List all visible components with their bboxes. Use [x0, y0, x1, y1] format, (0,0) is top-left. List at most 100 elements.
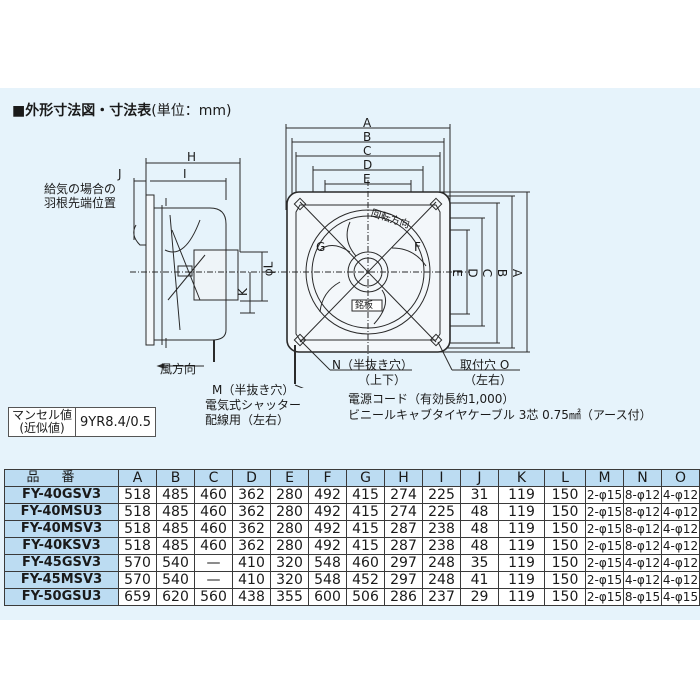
cell: 570 — [118, 571, 157, 589]
cell: 4-φ12 — [661, 554, 700, 572]
cell: 362 — [232, 486, 271, 504]
power-cord-note-line2: ビニールキャブタイヤケーブル 3芯 0.75㎟（アース付） — [348, 408, 652, 422]
cell: 280 — [270, 520, 309, 538]
cell: 415 — [346, 486, 385, 504]
cell: 274 — [384, 486, 423, 504]
cell: 8-φ12 — [623, 537, 662, 555]
cell: 460 — [346, 554, 385, 572]
dim-label-right-A: A — [510, 268, 525, 278]
cell: 238 — [422, 537, 461, 555]
cell: 150 — [544, 486, 586, 504]
wind-direction-label: 風方向 — [160, 362, 197, 376]
cell: 570 — [118, 554, 157, 572]
cell: 540 — [156, 571, 195, 589]
cell-model: FY-50GSU3 — [4, 588, 119, 606]
cell: 518 — [118, 503, 157, 521]
header-K: K — [498, 469, 545, 487]
header-M: M — [585, 469, 624, 487]
cell: 362 — [232, 503, 271, 521]
table-row: FY-40MSU3 518 485 460 362 280 492 415 27… — [4, 503, 700, 521]
dim-label-phiL: φL — [261, 261, 276, 277]
cell-model: FY-45GSV3 — [4, 554, 119, 572]
cell: 4-φ12 — [623, 554, 662, 572]
cell: 460 — [194, 537, 233, 555]
cell: 600 — [308, 588, 347, 606]
header-D: D — [232, 469, 271, 487]
table-row: FY-45GSV3 570 540 — 410 320 548 460 297 … — [4, 554, 700, 572]
cell: 297 — [384, 571, 423, 589]
cell: 2-φ15 — [585, 537, 624, 555]
cell: 4-φ12 — [661, 486, 700, 504]
table-row: FY-50GSU3 659 620 560 438 355 600 506 28… — [4, 588, 700, 606]
cell: 119 — [498, 537, 545, 555]
cell: 518 — [118, 486, 157, 504]
cell: 41 — [460, 571, 499, 589]
cell: 4-φ12 — [661, 537, 700, 555]
cell: 415 — [346, 503, 385, 521]
cell: 119 — [498, 503, 545, 521]
dim-label-K: K — [235, 288, 250, 296]
front-view — [270, 124, 530, 388]
cell: 492 — [308, 486, 347, 504]
cell: 35 — [460, 554, 499, 572]
cell: 560 — [194, 588, 233, 606]
title-text: ■外形寸法図・寸法表 — [12, 103, 152, 119]
dim-label-right-B: B — [495, 268, 510, 278]
cell: 620 — [156, 588, 195, 606]
dimension-table: 品番 A B C D E F G H I J K L M N O FY-40GS… — [4, 469, 700, 606]
cell: 280 — [270, 486, 309, 504]
cell: 492 — [308, 503, 347, 521]
header-B: B — [156, 469, 195, 487]
cell: 248 — [422, 554, 461, 572]
cell: 119 — [498, 520, 545, 538]
callout-O-line1: 取付穴 O — [460, 358, 510, 372]
cell: 119 — [498, 554, 545, 572]
dimension-drawing — [130, 124, 530, 388]
header-J: J — [460, 469, 499, 487]
cell: 48 — [460, 503, 499, 521]
dim-label-top-B: B — [363, 130, 372, 144]
cell: 518 — [118, 520, 157, 538]
callout-M-line3: 配線用（左右） — [205, 413, 290, 427]
cell: 506 — [346, 588, 385, 606]
callout-N-line1: N（半抜き穴） — [332, 358, 413, 372]
munsell-value-box: マンセル値(近似値) 9YR8.4/0.5 — [7, 407, 156, 437]
header-C: C — [194, 469, 233, 487]
cell: 119 — [498, 571, 545, 589]
cell: 485 — [156, 537, 195, 555]
header-G: G — [346, 469, 385, 487]
blade-tip-note-line1: 給気の場合の — [44, 182, 117, 196]
cell: 548 — [308, 554, 347, 572]
callout-O-line2: （左右） — [464, 373, 513, 387]
dim-label-I: I — [183, 167, 187, 181]
cell: 2-φ15 — [585, 520, 624, 538]
cell: 485 — [156, 520, 195, 538]
cell: 225 — [422, 503, 461, 521]
cell: 287 — [384, 520, 423, 538]
header-N: N — [623, 469, 662, 487]
cell: 150 — [544, 571, 586, 589]
cell: 150 — [544, 503, 586, 521]
blade-tip-note-line2: 羽根先端位置 — [44, 196, 117, 210]
header-I: I — [422, 469, 461, 487]
header-O: O — [661, 469, 700, 487]
cell: 280 — [270, 537, 309, 555]
cell: 485 — [156, 486, 195, 504]
dim-label-J: J — [118, 167, 122, 181]
cell: 492 — [308, 537, 347, 555]
cell: 4-φ12 — [661, 571, 700, 589]
header-A: A — [118, 469, 157, 487]
cell: 410 — [232, 571, 271, 589]
cell: 2-φ15 — [585, 588, 624, 606]
cell: 548 — [308, 571, 347, 589]
page-title: ■外形寸法図・寸法表(単位：mm) — [12, 100, 231, 120]
cell-model: FY-40KSV3 — [4, 537, 119, 555]
cell: 2-φ15 — [585, 486, 624, 504]
dim-label-right-D: D — [465, 268, 480, 278]
table-row: FY-40KSV3 518 485 460 362 280 492 415 28… — [4, 537, 700, 555]
power-cord-note-line1: 電源コード（有効長約1,000） — [348, 392, 515, 406]
cell: 492 — [308, 520, 347, 538]
cell: 8-φ15 — [623, 588, 662, 606]
cell: 460 — [194, 503, 233, 521]
nameplate-label: 銘板 — [355, 301, 374, 311]
